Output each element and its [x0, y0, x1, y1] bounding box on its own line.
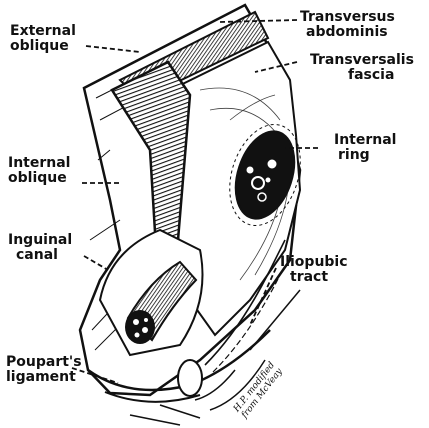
label-line: Transversus — [300, 10, 395, 25]
label-line: fascia — [310, 68, 414, 83]
label-inguinal-canal: Inguinal canal — [8, 233, 72, 263]
label-line: Transversalis — [310, 53, 414, 68]
label-line: oblique — [8, 171, 70, 186]
label-line: External — [10, 24, 76, 39]
label-line: Inguinal — [8, 233, 72, 248]
label-line: canal — [8, 248, 72, 263]
label-pouparts-ligament: Poupart's ligament — [6, 355, 82, 385]
cord-opening — [125, 310, 155, 344]
label-line: Iliopubic — [280, 255, 348, 270]
label-internal-ring: Internal ring — [334, 133, 396, 163]
label-iliopubic-tract: Iliopubic tract — [280, 255, 348, 285]
label-external-oblique: External oblique — [10, 24, 76, 54]
label-line: Poupart's — [6, 355, 82, 370]
label-internal-oblique: Internal oblique — [8, 156, 70, 186]
label-transversus-abdominis: Transversus abdominis — [300, 10, 395, 40]
label-line: abdominis — [300, 25, 395, 40]
label-line: Internal — [8, 156, 70, 171]
label-line: ring — [334, 148, 396, 163]
label-line: ligament — [6, 370, 82, 385]
label-line: tract — [280, 270, 348, 285]
label-line: oblique — [10, 39, 76, 54]
label-transversalis-fascia: Transversalis fascia — [310, 53, 414, 83]
label-line: Internal — [334, 133, 396, 148]
